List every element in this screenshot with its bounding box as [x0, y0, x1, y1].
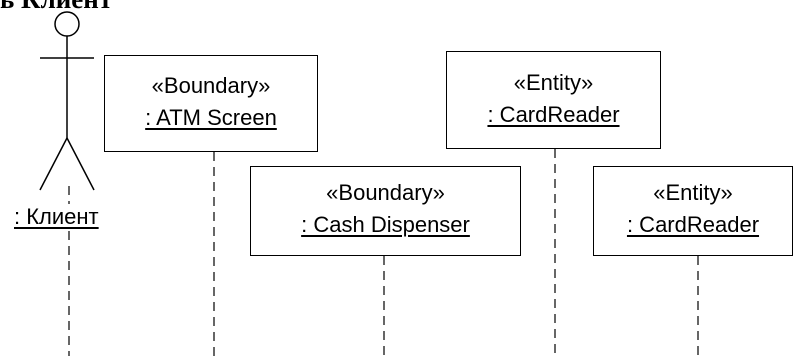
- object-stereotype: «Boundary»: [326, 180, 445, 205]
- actor-name-label: : Клиент: [14, 204, 99, 230]
- object-box-cash-dispenser: «Boundary» : Cash Dispenser: [250, 166, 521, 256]
- object-stereotype: «Boundary»: [151, 73, 271, 98]
- object-name: : Cash Dispenser: [301, 212, 470, 237]
- cropped-heading-fragment: ь Клиент: [0, 0, 112, 14]
- object-name: : ATM Screen: [145, 105, 277, 130]
- actor-stick-figure-icon: [39, 11, 95, 191]
- object-stereotype: «Entity»: [513, 70, 594, 95]
- object-name: : CardReader: [626, 212, 760, 237]
- object-box-atm-screen: «Boundary» : ATM Screen: [104, 55, 318, 152]
- object-name: : CardReader: [487, 102, 620, 127]
- object-box-cardreader-1: «Entity» : CardReader: [446, 51, 661, 149]
- object-stereotype: «Entity»: [653, 180, 733, 205]
- object-box-cardreader-2: «Entity» : CardReader: [593, 166, 793, 256]
